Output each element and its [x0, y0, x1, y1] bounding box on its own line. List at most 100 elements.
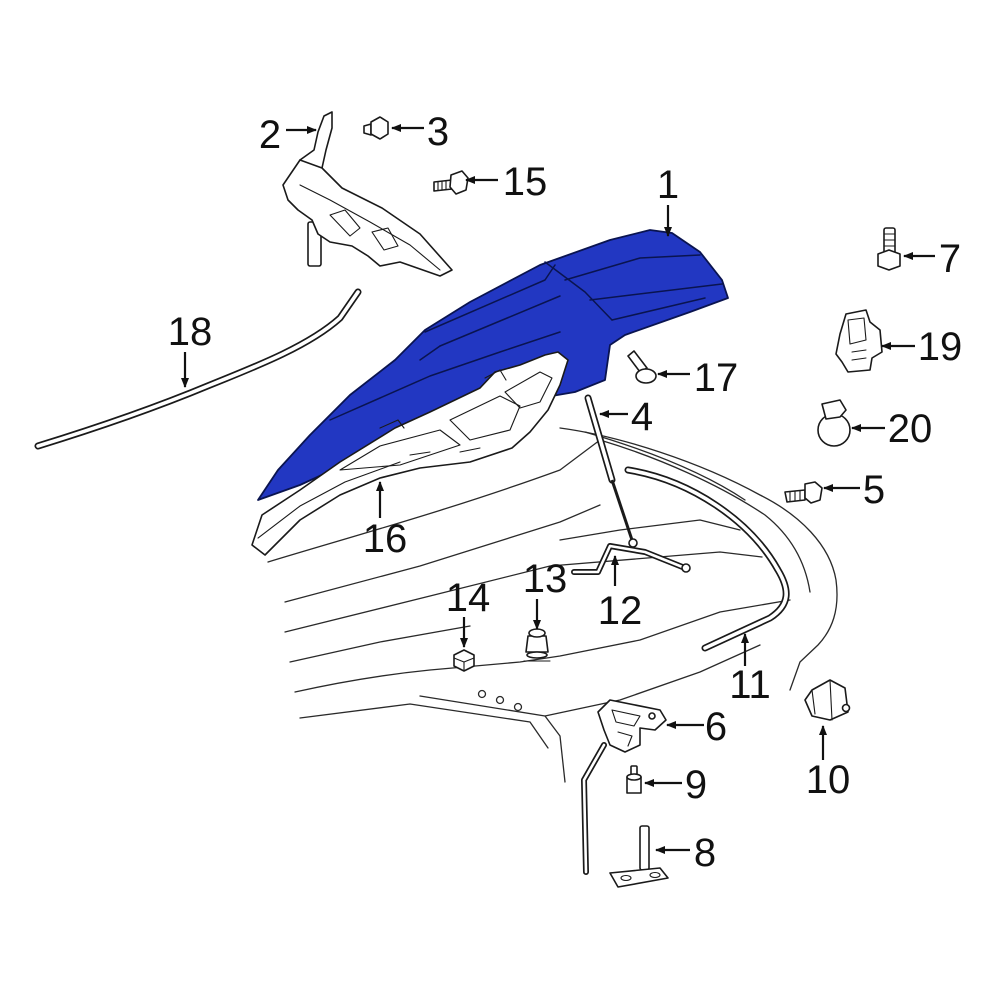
part-20-bulb — [817, 399, 851, 447]
callout-number: 19 — [918, 325, 963, 369]
part-12-prop-rod — [571, 543, 691, 575]
callout-number: 8 — [694, 831, 716, 875]
callout-11: 11 — [729, 633, 771, 707]
part-3-bolt — [363, 116, 389, 140]
callout-number: 16 — [363, 517, 408, 561]
fender-edge-line — [584, 431, 746, 501]
callout-number: 15 — [503, 160, 548, 204]
callout-number: 20 — [888, 407, 933, 451]
strut-end-ball — [628, 538, 638, 548]
callout-number: 1 — [657, 163, 679, 207]
part-2-hood-hinge — [282, 111, 453, 277]
bulb-base — [821, 399, 847, 420]
callout-number: 3 — [427, 110, 449, 154]
bumper-13-base — [526, 651, 548, 659]
callout-number: 12 — [598, 589, 643, 633]
part-16-hood-inner-panel — [251, 351, 569, 556]
striker-hole-2 — [649, 871, 661, 879]
hood-crease-1 — [424, 264, 556, 333]
striker-rod — [639, 825, 650, 871]
callout-number: 5 — [863, 468, 885, 512]
bay-line-1 — [284, 504, 601, 603]
bolt-7-head — [877, 249, 901, 271]
callout-number: 6 — [705, 705, 727, 749]
hinge-body — [282, 159, 453, 277]
part-4-support-strut — [584, 394, 638, 548]
hood-crease-2 — [439, 295, 561, 347]
callout-15: 15 — [465, 160, 548, 204]
callout-19: 19 — [881, 325, 963, 369]
callout-12: 12 — [598, 555, 643, 633]
inner-panel-front-strip — [257, 461, 401, 539]
bolt-7-threads — [883, 233, 896, 247]
hinge-detail-3 — [371, 227, 399, 251]
hood-center-crease — [544, 261, 613, 321]
fender-inner-line — [599, 439, 811, 593]
engine-bay-outline — [267, 427, 838, 783]
latch-detail — [611, 709, 641, 747]
callout-number: 10 — [806, 758, 851, 802]
bracket-10-body — [804, 679, 849, 721]
bolt-5-head — [804, 481, 823, 504]
cowl-line — [267, 439, 601, 563]
nut-14-edges — [453, 657, 475, 672]
bolt-15-shaft — [433, 179, 453, 192]
bracket-10-stud — [841, 703, 851, 713]
part-7-bolt — [877, 227, 901, 271]
callout-5: 5 — [823, 468, 885, 512]
bay-line-3 — [289, 625, 471, 663]
inner-panel-cutout-2 — [449, 395, 521, 441]
nut-14-body — [453, 649, 475, 672]
inner-panel-rib-1 — [379, 419, 405, 429]
inner-panel-rib-3 — [409, 447, 481, 456]
bumper-13-cap — [528, 628, 546, 638]
callout-1: 1 — [657, 163, 679, 237]
inner-panel-cutout-3 — [504, 371, 553, 409]
callout-number: 9 — [685, 763, 707, 807]
latch-cable-fill — [582, 743, 606, 874]
inner-panel-rib-2 — [484, 369, 507, 381]
callout-10: 10 — [806, 725, 851, 802]
striker-hole-1 — [620, 874, 632, 882]
bulb-glass — [817, 413, 851, 447]
part-14-nut — [453, 649, 475, 672]
part-9-bumper — [626, 765, 642, 794]
callout-7: 7 — [903, 237, 961, 281]
bolt-15-head — [449, 170, 469, 195]
bay-line-4 — [294, 599, 791, 693]
part-11-seal — [624, 466, 790, 652]
callout-2: 2 — [259, 113, 317, 157]
callout-number: 11 — [729, 663, 771, 707]
actuator-detail — [847, 317, 867, 361]
part-15-bolt — [433, 170, 469, 195]
strut-body-fill — [586, 396, 614, 482]
hinge-detail-2 — [329, 209, 361, 237]
part-13-bumper — [523, 628, 551, 662]
radiator-support-lower-line — [299, 703, 549, 749]
callout-number: 17 — [694, 356, 739, 400]
part-17-push-pin — [627, 350, 657, 384]
prop-rod-end — [681, 563, 691, 573]
support-hole-1 — [477, 689, 487, 699]
callout-13: 13 — [523, 557, 567, 630]
part-6-hood-latch — [581, 699, 667, 875]
part-5-bolt — [784, 481, 823, 504]
hood-crease-5 — [611, 297, 706, 321]
seal-fill — [626, 468, 788, 650]
part-19-actuator — [835, 309, 883, 373]
callout-number: 7 — [939, 237, 961, 281]
weatherstrip-fill — [36, 290, 360, 448]
fender-outer-line — [559, 427, 838, 691]
callout-16: 16 — [363, 481, 408, 561]
bay-line-2 — [284, 551, 763, 633]
latch-bolt-hole — [648, 712, 656, 720]
callout-number: 2 — [259, 113, 281, 157]
callout-number: 14 — [446, 576, 491, 620]
callout-6: 6 — [666, 705, 727, 749]
callout-18: 18 — [168, 310, 212, 388]
part-8-striker — [609, 825, 669, 888]
bolt-3-shaft — [363, 123, 372, 136]
radiator-support-line — [419, 695, 566, 783]
